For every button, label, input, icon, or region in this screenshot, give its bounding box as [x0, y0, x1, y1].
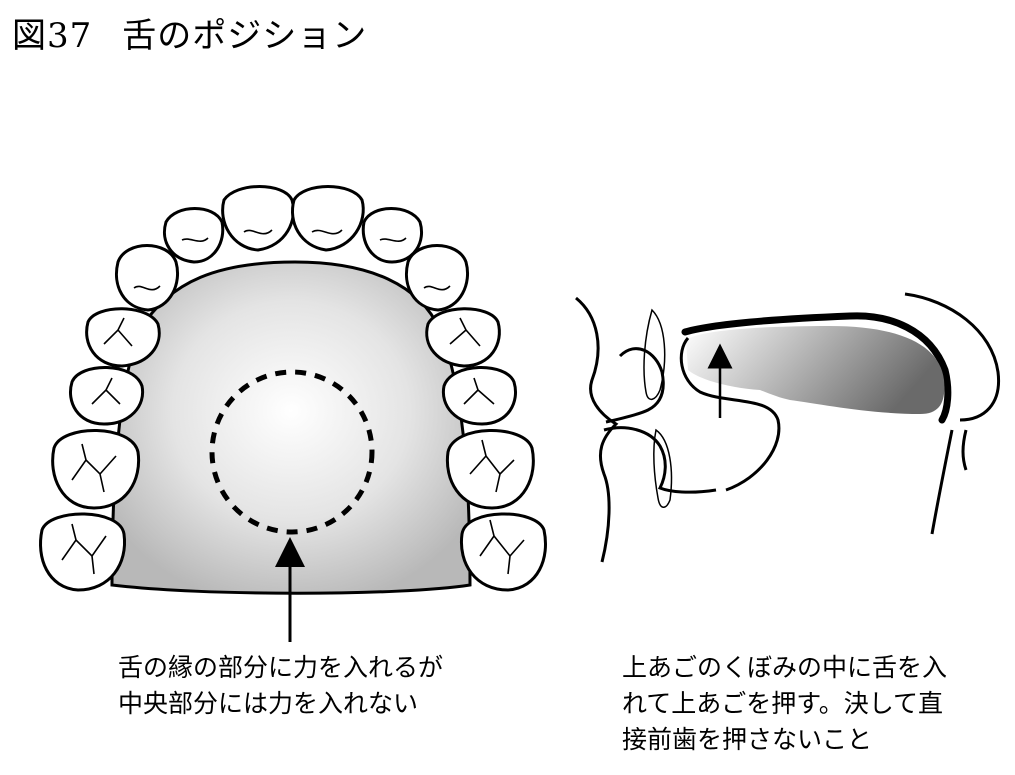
figure-title-text: 舌のポジション [122, 16, 368, 56]
face-profile-line [575, 296, 619, 563]
right-caption: 上あごのくぼみの中に舌を入れて上あごを押す。決して直接前歯を押さないこと [622, 650, 947, 758]
caption-line: れて上あごを押す。決して直 [622, 689, 944, 718]
tooth [459, 512, 547, 592]
figure-number: 図37 [12, 16, 93, 56]
tooth-details [61, 229, 525, 575]
upper-lip-inner [605, 347, 665, 424]
left-caption: 舌の縁の部分に力を入れるが中央部分には力を入れない [118, 650, 443, 722]
tooth [69, 366, 145, 426]
soft-palate-line [904, 292, 1001, 422]
tooth [425, 307, 501, 368]
caption-line: 舌の縁の部分に力を入れるが [118, 653, 444, 682]
caption-line: 接前歯を押さないこと [622, 725, 873, 754]
teeth-group [39, 185, 547, 592]
figure-title: 図37 舌のポジション [12, 8, 367, 57]
tooth [405, 244, 469, 312]
center-area-dotted-circle [209, 369, 375, 535]
tooth [445, 429, 535, 510]
mouth-cross-section-illustration [575, 292, 1001, 563]
lower-incisor [653, 428, 673, 508]
tongue-shape [686, 326, 945, 414]
tooth [115, 244, 179, 312]
upper-incisor [643, 308, 666, 401]
tooth [39, 512, 127, 592]
dental-arch-illustration [39, 185, 547, 642]
tongue-outline [679, 337, 781, 492]
caption-line: 中央部分には力を入れない [118, 689, 419, 718]
lower-lip-line [603, 426, 717, 494]
tooth [291, 185, 365, 252]
palate-shape [110, 260, 472, 595]
throat-line [961, 429, 968, 471]
palate-roof [681, 312, 952, 424]
tooth [441, 366, 517, 426]
tooth [361, 207, 423, 264]
throat-line [930, 429, 954, 535]
caption-line: 上あごのくぼみの中に舌を入 [622, 653, 948, 682]
tooth [221, 185, 295, 252]
tooth [85, 307, 161, 368]
tooth [163, 207, 225, 264]
